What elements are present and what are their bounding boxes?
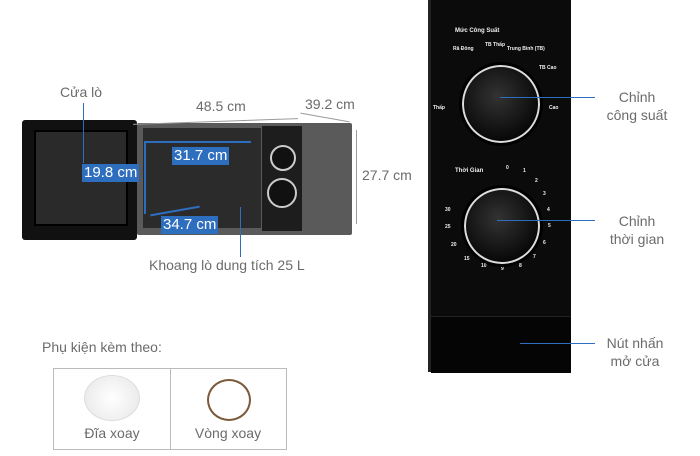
power-callout-line: [500, 97, 595, 98]
label-line: Chỉnh: [618, 89, 656, 105]
timer-mark: 10: [481, 263, 487, 269]
label-line: thời gian: [609, 231, 665, 247]
timer-mark: 25: [445, 224, 451, 230]
door-callout-line: [83, 103, 84, 163]
door-open-button[interactable]: [431, 316, 571, 373]
power-knob-label: Chỉnh công suất: [592, 88, 682, 124]
door-button-label: Nút nhấn mở cửa: [590, 334, 680, 370]
timer-mark: 7: [533, 254, 536, 260]
turntable-plate-label: Đĩa xoay: [84, 425, 140, 441]
timer-mark: 1: [523, 168, 526, 174]
accessories-box: Đĩa xoay Vòng xoay: [53, 368, 287, 450]
height-arrow: [356, 130, 357, 224]
depth-label: 39.2 cm: [305, 96, 355, 112]
timer-mark: 9: [501, 266, 504, 272]
label-line: Nút nhấn: [606, 335, 664, 351]
cavity-height-arrow: [144, 141, 146, 214]
cavity-depth-label: 34.7 cm: [161, 216, 219, 234]
timer-mark: 5: [548, 223, 551, 229]
power-knob[interactable]: [459, 62, 543, 146]
timer-mark: 6: [543, 240, 546, 246]
door-button-callout-line: [520, 343, 595, 344]
power-level: TB Thấp: [485, 42, 505, 48]
timer-mark: 20: [451, 242, 457, 248]
accessories-title: Phụ kiện kèm theo:: [42, 339, 162, 355]
timer-mark: 0: [506, 165, 509, 171]
height-label: 27.7 cm: [362, 167, 412, 183]
timer-mark: 3: [543, 191, 546, 197]
cavity-height-label: 19.8 cm: [82, 164, 140, 182]
turntable-plate-image: [84, 375, 140, 421]
door-label: Cửa lò: [60, 84, 103, 100]
timer-knob-label: Chỉnh thời gian: [592, 212, 682, 248]
timer-knob[interactable]: [461, 185, 543, 267]
timer-mark: 2: [535, 178, 538, 184]
label-line: Chỉnh: [618, 213, 656, 229]
power-level: Cao: [549, 105, 559, 111]
timer-callout-line: [497, 220, 595, 221]
width-label: 48.5 cm: [196, 98, 246, 114]
timer-mark: 4: [547, 207, 550, 213]
timer-mark: 8: [519, 263, 522, 269]
control-panel: Mức Công Suất Thấp Rã Đông TB Thấp Trung…: [428, 0, 571, 373]
power-level: TB Cao: [539, 65, 557, 71]
depth-arrow: [300, 112, 350, 123]
cavity-callout-line: [240, 207, 241, 257]
cavity-capacity-label: Khoang lò dung tích 25 L: [149, 257, 305, 273]
power-level: Thấp: [433, 105, 445, 111]
timer-mark: 15: [464, 256, 470, 262]
label-line: mở cửa: [610, 353, 660, 369]
power-title: Mức Công Suất: [455, 28, 500, 34]
timer-title: Thời Gian: [455, 168, 484, 174]
power-level: Rã Đông: [453, 46, 474, 52]
timer-mark: 30: [445, 207, 451, 213]
cavity-width-label: 31.7 cm: [172, 147, 230, 165]
rotating-ring-label: Vòng xoay: [194, 425, 262, 441]
cavity-width-arrow: [146, 141, 251, 143]
power-level: Trung Bình (TB): [507, 46, 545, 52]
label-line: công suất: [606, 107, 668, 123]
rotating-ring-image: [207, 379, 251, 421]
